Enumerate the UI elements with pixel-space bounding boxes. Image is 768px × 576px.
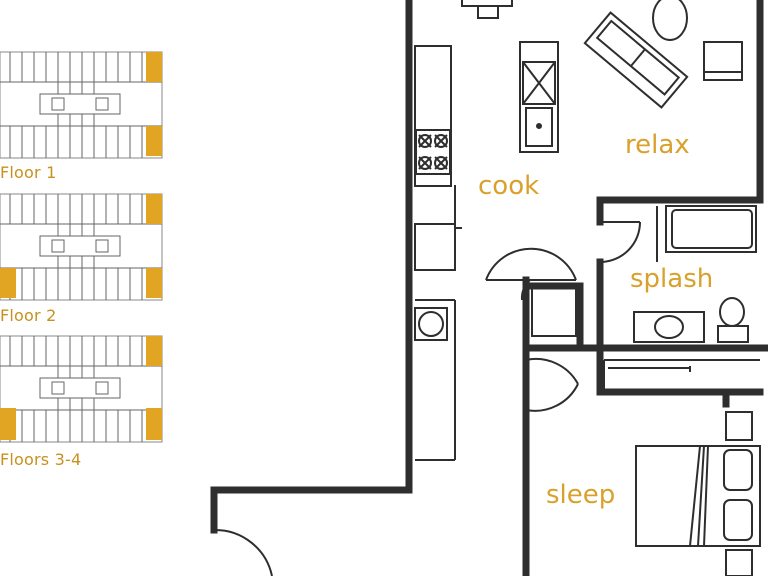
- highlight-unit: [146, 408, 162, 440]
- highlight-unit: [146, 126, 162, 156]
- highlight-unit: [0, 408, 16, 440]
- highlight-unit: [146, 194, 162, 224]
- floor-label-2[interactable]: Floor 2: [0, 306, 57, 325]
- ottoman-icon: [652, 0, 688, 41]
- thin-walls: [415, 185, 760, 461]
- vanity-icon: [633, 311, 705, 343]
- nightstand-icon: [725, 411, 753, 441]
- highlight-unit: [146, 268, 162, 298]
- key-plan-floor-2: [0, 193, 163, 301]
- key-plan-floor-3-4: [0, 335, 163, 443]
- highlight-unit: [0, 268, 16, 298]
- bathtub-icon: [665, 205, 757, 253]
- washer-icon: [414, 307, 448, 341]
- room-label-sleep: sleep: [546, 480, 616, 510]
- highlight-unit: [146, 336, 162, 366]
- kitchen-counter: [414, 45, 462, 271]
- table-icon: [461, 0, 513, 19]
- island: [519, 41, 559, 153]
- key-plan-floor-1: [0, 51, 163, 159]
- toilet-icon: [717, 297, 749, 343]
- room-label-cook: cook: [478, 171, 540, 201]
- room-label-splash: splash: [630, 264, 714, 294]
- highlight-unit: [146, 52, 162, 82]
- sink-icon: [525, 107, 553, 147]
- walls: [210, 0, 768, 576]
- door-swing-icon: [213, 221, 641, 576]
- floor-label-3-4[interactable]: Floors 3-4: [0, 450, 82, 469]
- stove-icon: [415, 129, 451, 175]
- nightstand-icon: [725, 549, 753, 576]
- bed-icon: [635, 445, 761, 547]
- refrigerator-icon: [531, 287, 577, 337]
- room-label-relax: relax: [625, 130, 690, 160]
- armchair-icon: [703, 41, 743, 81]
- floor-label-1[interactable]: Floor 1: [0, 163, 57, 182]
- sofa-icon: [583, 11, 689, 109]
